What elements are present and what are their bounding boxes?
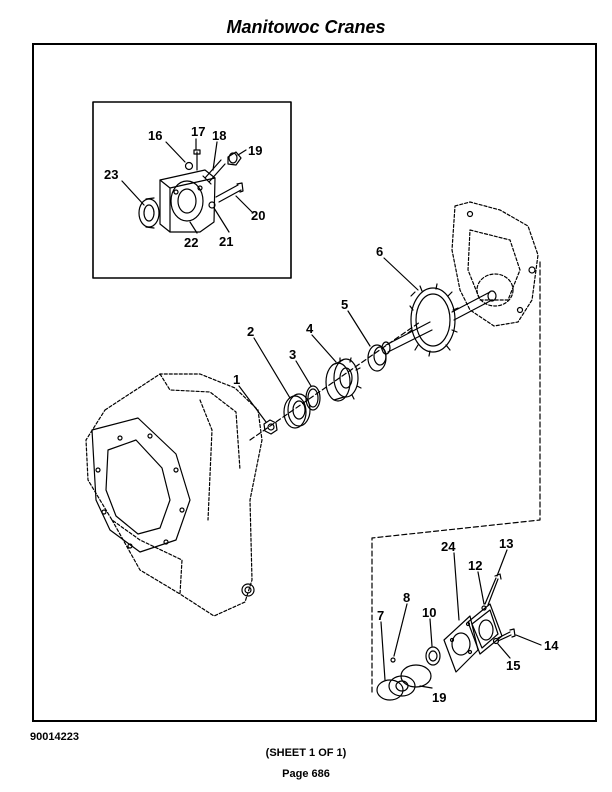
part-10-seal xyxy=(425,646,441,666)
callout-17: 17 xyxy=(191,124,205,139)
part-4-gear xyxy=(325,357,362,402)
callout-20: 20 xyxy=(251,208,265,223)
callout-15: 15 xyxy=(506,658,520,673)
transmission-housing xyxy=(85,373,263,617)
callout-22: 22 xyxy=(184,235,198,250)
callout-16: 16 xyxy=(148,128,162,143)
part-14-bolt xyxy=(497,628,516,642)
housing-front-flange xyxy=(91,417,191,553)
callout-18: 18 xyxy=(212,128,226,143)
part-8-pin xyxy=(390,657,396,663)
callout-6: 6 xyxy=(376,244,383,259)
callout-14: 14 xyxy=(544,638,559,653)
diagram-frame xyxy=(32,43,597,722)
callout-13: 13 xyxy=(499,536,513,551)
part-5-bearing-race xyxy=(367,344,387,372)
part-19-o-ring xyxy=(400,664,432,688)
assembly-lines xyxy=(249,261,541,695)
part-23-seal xyxy=(138,197,160,229)
part-24-gasket xyxy=(443,615,479,673)
callout-19-inset: 19 xyxy=(248,143,262,158)
page-title: Manitowoc Cranes xyxy=(226,17,386,37)
callout-labels: 1 2 3 4 5 6 7 8 10 12 13 14 15 16 17 18 … xyxy=(104,124,559,705)
callout-24: 24 xyxy=(441,539,456,554)
callout-5: 5 xyxy=(341,297,348,312)
callout-2: 2 xyxy=(247,324,254,339)
callout-21: 21 xyxy=(219,234,233,249)
part-22-housing xyxy=(159,169,216,233)
callout-7: 7 xyxy=(377,608,384,623)
callout-12: 12 xyxy=(468,558,482,573)
rear-cover-plate xyxy=(451,201,539,327)
document-number: 90014223 xyxy=(30,731,79,743)
callout-19-lower: 19 xyxy=(432,690,446,705)
part-16-17-bolts xyxy=(184,149,201,171)
part-6-gear-shaft xyxy=(381,283,497,357)
sheet-indicator: (SHEET 1 OF 1) xyxy=(265,747,347,759)
part-18-19-fitting xyxy=(202,151,242,185)
callout-10: 10 xyxy=(422,605,436,620)
part-15-washer xyxy=(492,637,500,645)
part-7-bearing-cap xyxy=(376,675,416,701)
callout-4: 4 xyxy=(306,321,314,336)
callout-3: 3 xyxy=(289,347,296,362)
callout-1: 1 xyxy=(233,372,240,387)
part-12-washer xyxy=(481,605,487,611)
callout-8: 8 xyxy=(403,590,410,605)
part-20-bolt xyxy=(208,182,244,209)
part-1-nut xyxy=(263,419,278,435)
page-number: Page 686 xyxy=(282,768,330,780)
inset-box xyxy=(92,101,292,279)
callout-23: 23 xyxy=(104,167,118,182)
part-3-snap-ring xyxy=(305,385,321,411)
part-13-bolt xyxy=(484,573,502,606)
